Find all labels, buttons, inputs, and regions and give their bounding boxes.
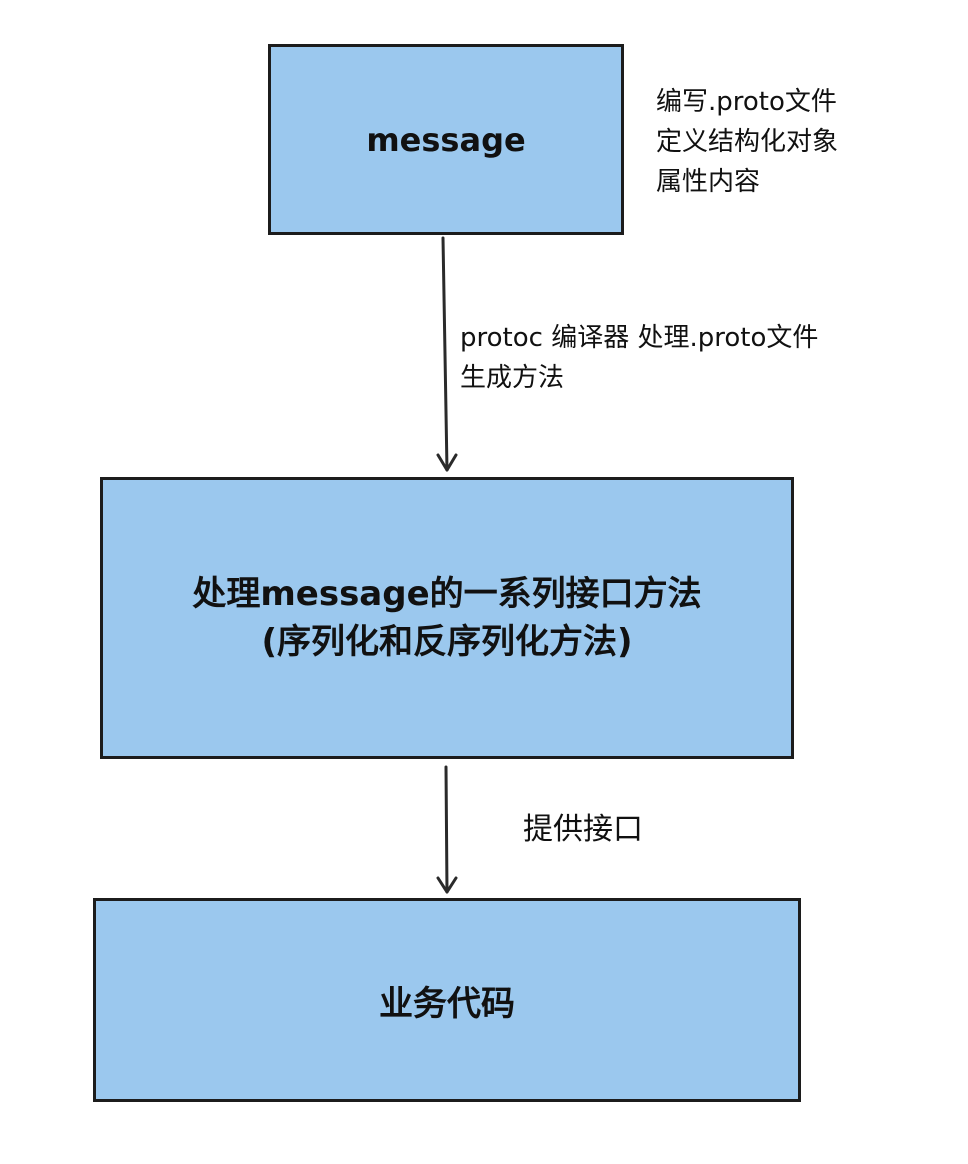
- protoc-note-line-1: protoc 编译器 处理.proto文件: [460, 323, 819, 353]
- proto-file-note-line-2: 定义结构化对象: [656, 127, 839, 157]
- message-node: message: [268, 44, 624, 235]
- proto-file-note-line-3: 属性内容: [656, 167, 761, 197]
- methods-node-line-1: 处理message的一系列接口方法: [192, 574, 702, 614]
- proto-file-note: 编写.proto文件 定义结构化对象 属性内容: [656, 82, 838, 202]
- message-node-label: message: [366, 120, 526, 159]
- business-code-node: 业务代码: [93, 898, 801, 1102]
- provide-interface-note: 提供接口: [523, 810, 643, 850]
- protoc-note-line-2: 生成方法: [460, 363, 565, 393]
- methods-node-line-2: (序列化和反序列化方法): [261, 622, 633, 662]
- methods-node: 处理message的一系列接口方法 (序列化和反序列化方法): [100, 477, 794, 759]
- provide-interface-note-label: 提供接口: [523, 812, 643, 847]
- proto-file-note-line-1: 编写.proto文件: [656, 87, 837, 117]
- arrow-message-to-methods: [436, 236, 458, 472]
- business-code-node-label: 业务代码: [379, 983, 515, 1024]
- protoc-note: protoc 编译器 处理.proto文件 生成方法: [460, 318, 818, 398]
- arrow-methods-to-business: [436, 765, 458, 894]
